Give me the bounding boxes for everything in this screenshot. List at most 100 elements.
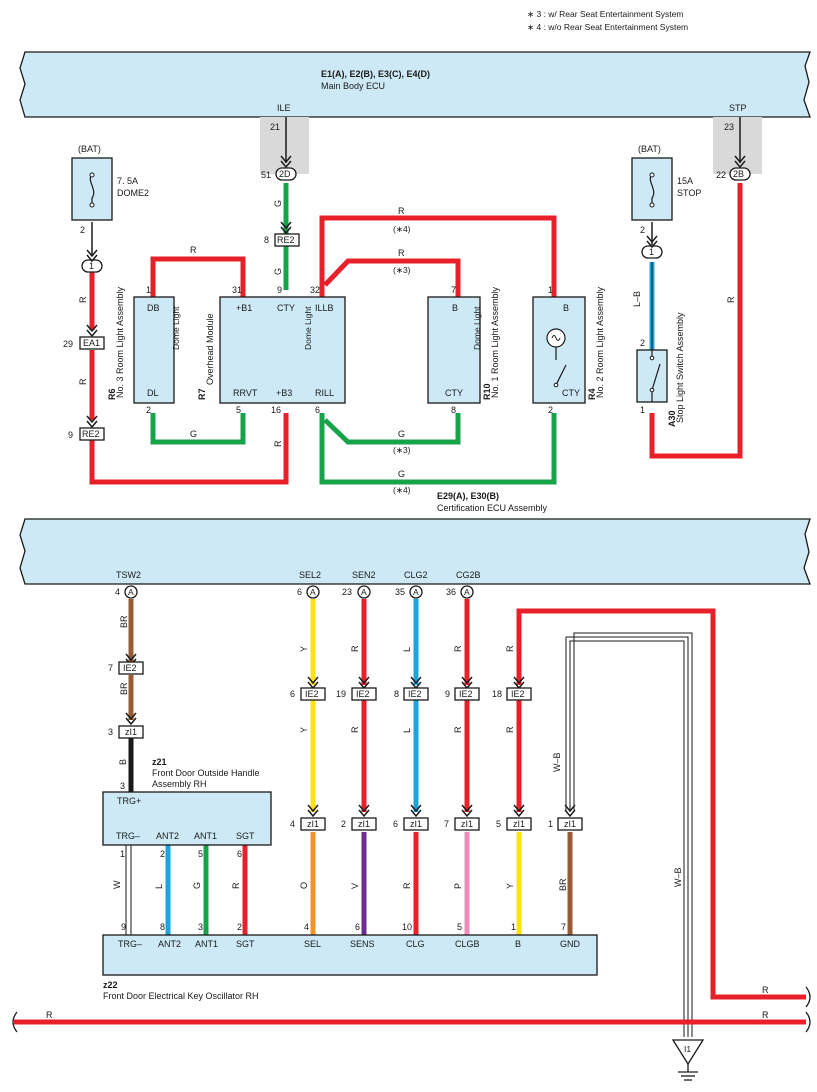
svg-text:RRVT: RRVT — [233, 388, 258, 398]
svg-text:9: 9 — [121, 922, 126, 932]
svg-text:DL: DL — [147, 388, 159, 398]
svg-text:8: 8 — [451, 405, 456, 415]
cert-ecu-name: Certification ECU Assembly — [437, 503, 548, 513]
lower-color-labels: BR BR B Y Y R R L L R R R R W–B W–B W L … — [46, 615, 769, 1020]
svg-text:2B: 2B — [733, 169, 744, 179]
svg-text:CLG: CLG — [406, 939, 425, 949]
svg-text:(∗4): (∗4) — [393, 485, 411, 495]
svg-text:R4: R4 — [587, 388, 597, 400]
svg-text:A: A — [464, 587, 470, 597]
svg-text:1: 1 — [640, 405, 645, 415]
svg-text:2: 2 — [548, 405, 553, 415]
svg-text:zI1: zI1 — [307, 819, 319, 829]
svg-text:1: 1 — [146, 285, 151, 295]
svg-text:8: 8 — [160, 922, 165, 932]
svg-text:15A: 15A — [677, 176, 693, 186]
svg-text:B: B — [563, 303, 569, 313]
svg-text:7: 7 — [444, 819, 449, 829]
term-stp: STP — [729, 103, 747, 113]
svg-text:SEN2: SEN2 — [352, 570, 376, 580]
svg-text:6: 6 — [290, 689, 295, 699]
cert-ecu-codes: E29(A), E30(B) — [437, 491, 499, 501]
svg-text:R: R — [190, 245, 197, 255]
svg-text:8: 8 — [394, 689, 399, 699]
svg-text:Y: Y — [299, 727, 309, 733]
main-ecu-codes: E1(A), E2(B), E3(C), E4(D) — [321, 69, 430, 79]
svg-text:3: 3 — [198, 922, 203, 932]
svg-text:R: R — [350, 645, 360, 652]
svg-text:6: 6 — [237, 849, 242, 859]
svg-text:IE2: IE2 — [305, 689, 319, 699]
svg-text:R: R — [505, 645, 515, 652]
svg-text:1: 1 — [649, 247, 654, 257]
svg-text:G: G — [273, 200, 283, 207]
svg-text:RILL: RILL — [315, 388, 334, 398]
lower-wires — [14, 599, 806, 1037]
svg-text:6: 6 — [297, 587, 302, 597]
svg-text:IE2: IE2 — [356, 689, 370, 699]
svg-text:7: 7 — [451, 285, 456, 295]
svg-text:z21: z21 — [152, 757, 167, 767]
svg-text:32: 32 — [310, 285, 320, 295]
svg-text:9: 9 — [68, 430, 73, 440]
svg-text:18: 18 — [492, 689, 502, 699]
svg-text:R: R — [273, 440, 283, 447]
svg-text:ANT1: ANT1 — [194, 831, 217, 841]
svg-text:W: W — [112, 880, 122, 889]
connector-re2-left: RE2 9 — [68, 427, 105, 441]
a30-stop-light-switch: 2 1 A30 Stop Light Switch Assembly — [636, 312, 685, 427]
svg-text:DB: DB — [147, 303, 160, 313]
svg-text:8: 8 — [264, 235, 269, 245]
svg-text:A: A — [310, 587, 316, 597]
r7-overhead-module: +B1 CTY ILLB RRVT +B3 RILL Dome Light 31… — [197, 285, 346, 415]
svg-text:RE2: RE2 — [277, 235, 295, 245]
svg-text:L: L — [402, 728, 412, 733]
svg-text:W–B: W–B — [552, 752, 562, 772]
svg-text:51: 51 — [261, 170, 271, 180]
pin-23: 23 — [724, 122, 734, 132]
svg-text:7: 7 — [561, 922, 566, 932]
svg-text:7: 7 — [108, 663, 113, 673]
svg-text:CTY: CTY — [445, 388, 463, 398]
svg-text:B: B — [515, 939, 521, 949]
svg-text:R: R — [231, 882, 241, 889]
svg-text:CTY: CTY — [277, 303, 295, 313]
svg-text:BR: BR — [558, 878, 568, 891]
svg-text:zI1: zI1 — [410, 819, 422, 829]
r4-room-light-2: B CTY 1 2 R4 No. 2 Room Light Assembly — [532, 285, 605, 415]
note-no-rse: ∗ 4 : w/o Rear Seat Entertainment System — [527, 22, 688, 32]
svg-text:5: 5 — [236, 405, 241, 415]
svg-text:No. 3 Room Light Assembly: No. 3 Room Light Assembly — [115, 286, 125, 398]
svg-text:IE2: IE2 — [459, 689, 473, 699]
svg-text:Overhead Module: Overhead Module — [205, 313, 215, 385]
svg-text:10: 10 — [402, 922, 412, 932]
svg-text:R: R — [453, 645, 463, 652]
svg-text:L: L — [402, 647, 412, 652]
fuse-stop: (BAT) 15A STOP 2 — [631, 144, 701, 235]
svg-text:2: 2 — [146, 405, 151, 415]
svg-text:CTY: CTY — [562, 388, 580, 398]
svg-text:IE2: IE2 — [408, 689, 422, 699]
svg-text:TSW2: TSW2 — [116, 570, 141, 580]
svg-text:R: R — [46, 1010, 53, 1020]
chevrons-lower — [125, 653, 576, 818]
upper-color-labels: R R R G G R (∗4) R (∗3) G R G (∗3) G (∗4… — [78, 200, 736, 495]
svg-text:ANT2: ANT2 — [158, 939, 181, 949]
svg-text:Front Door Electrical Key Osci: Front Door Electrical Key Oscillator RH — [103, 991, 259, 1001]
svg-text:1: 1 — [511, 922, 516, 932]
break-marks — [12, 986, 811, 1033]
svg-text:19: 19 — [336, 689, 346, 699]
svg-text:RE2: RE2 — [82, 429, 100, 439]
svg-text:ANT1: ANT1 — [195, 939, 218, 949]
svg-text:22: 22 — [716, 170, 726, 180]
svg-text:R: R — [762, 1010, 769, 1020]
svg-text:Stop Light Switch Assembly: Stop Light Switch Assembly — [675, 312, 685, 423]
svg-text:SEL: SEL — [304, 939, 321, 949]
connector-2d: 2D 51 — [261, 167, 297, 181]
svg-text:5: 5 — [496, 819, 501, 829]
note-rse: ∗ 3 : w/ Rear Seat Entertainment System — [527, 9, 683, 19]
svg-text:zI1: zI1 — [513, 819, 525, 829]
svg-text:4: 4 — [290, 819, 295, 829]
svg-text:R: R — [726, 296, 736, 303]
